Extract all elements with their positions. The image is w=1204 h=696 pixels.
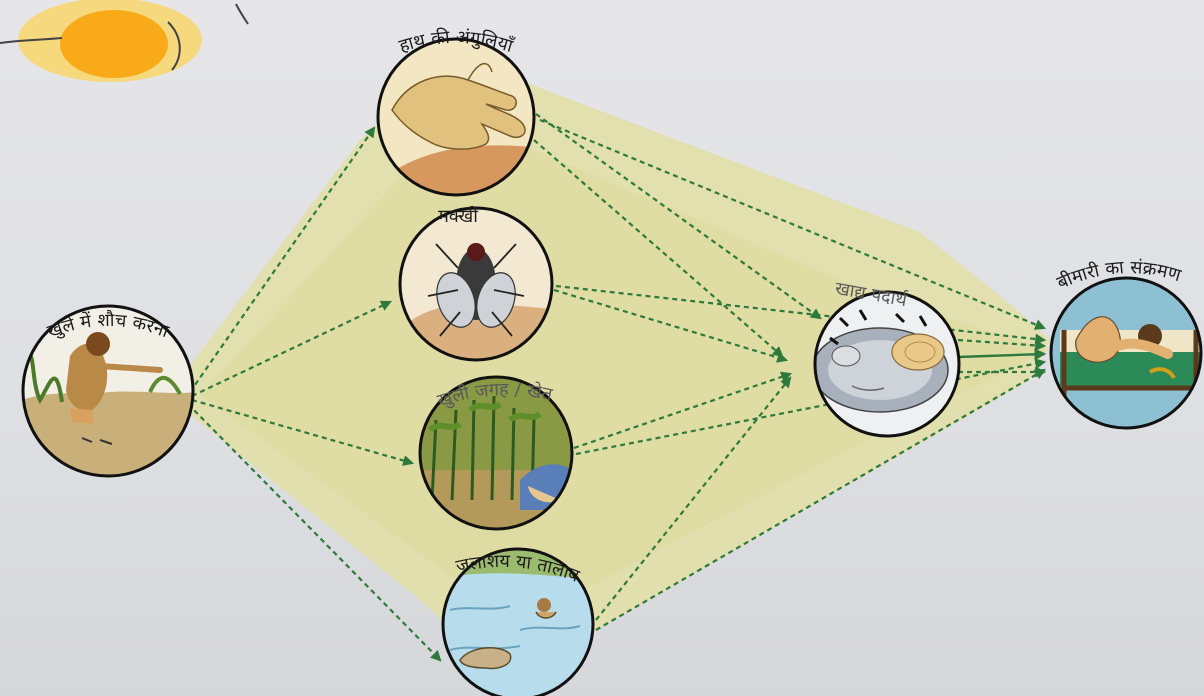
node-disease (1050, 278, 1204, 438)
highlighter-smudge (0, 0, 248, 82)
label-fly: मक्खी (438, 205, 478, 227)
